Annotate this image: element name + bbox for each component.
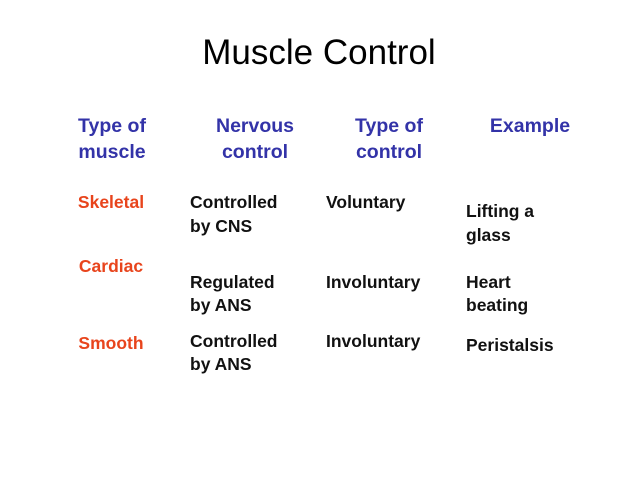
cell-muscle-type: Cardiac: [78, 255, 144, 276]
cell-nervous-control: Controlled by ANS: [186, 330, 322, 376]
cell-line1: Controlled: [190, 330, 278, 351]
cell-line1: Controlled: [190, 192, 278, 213]
cell-control-type: Voluntary: [326, 192, 406, 213]
table-row: Cardiac Regulated by ANS Involuntary Hea…: [46, 255, 602, 317]
table-header-row: Type of muscle Nervous control Type of c…: [46, 114, 602, 165]
column-header-nervous-control: Nervous control: [186, 114, 322, 165]
cell-line1: Regulated: [190, 271, 275, 292]
table-row: Smooth Controlled by ANS Involuntary Per…: [46, 330, 602, 376]
muscle-control-table: Type of muscle Nervous control Type of c…: [46, 114, 602, 376]
cell-line2: glass: [466, 224, 511, 245]
cell-line1: Heart: [466, 271, 511, 292]
cell-muscle-type: Smooth: [78, 332, 144, 353]
column-header-line2: control: [355, 140, 423, 163]
table-row: Skeletal Controlled by CNS Voluntary Lif…: [46, 191, 602, 246]
cell-line1: Lifting a: [466, 201, 535, 222]
cell-example: Heart beating: [456, 255, 602, 317]
column-header-example: Example: [456, 114, 602, 140]
cell-line2: beating: [466, 294, 529, 315]
cell-example: Lifting a glass: [456, 191, 602, 246]
column-header-line2: control: [221, 140, 289, 163]
column-header-line1: Nervous: [215, 115, 295, 137]
column-header-line2: muscle: [78, 140, 146, 163]
page-title: Muscle Control: [202, 33, 436, 72]
cell-line2: by ANS: [190, 353, 252, 374]
cell-example: Peristalsis: [456, 330, 602, 357]
cell-line1: Peristalsis: [466, 334, 554, 355]
cell-control-type: Involuntary: [326, 330, 421, 351]
cell-nervous-control: Regulated by ANS: [186, 255, 322, 317]
column-header-type-of-control: Type of control: [322, 114, 456, 165]
column-header-type-of-muscle: Type of muscle: [46, 114, 186, 165]
column-header-line1: Type of: [78, 115, 146, 137]
cell-nervous-control: Controlled by CNS: [186, 191, 322, 237]
column-header-line1: Type of: [355, 115, 423, 137]
column-header-line1: Example: [489, 115, 571, 137]
cell-muscle-type: Skeletal: [77, 192, 145, 213]
cell-control-type: Involuntary: [326, 271, 421, 292]
cell-line2: by CNS: [190, 215, 253, 236]
cell-line2: by ANS: [190, 294, 252, 315]
